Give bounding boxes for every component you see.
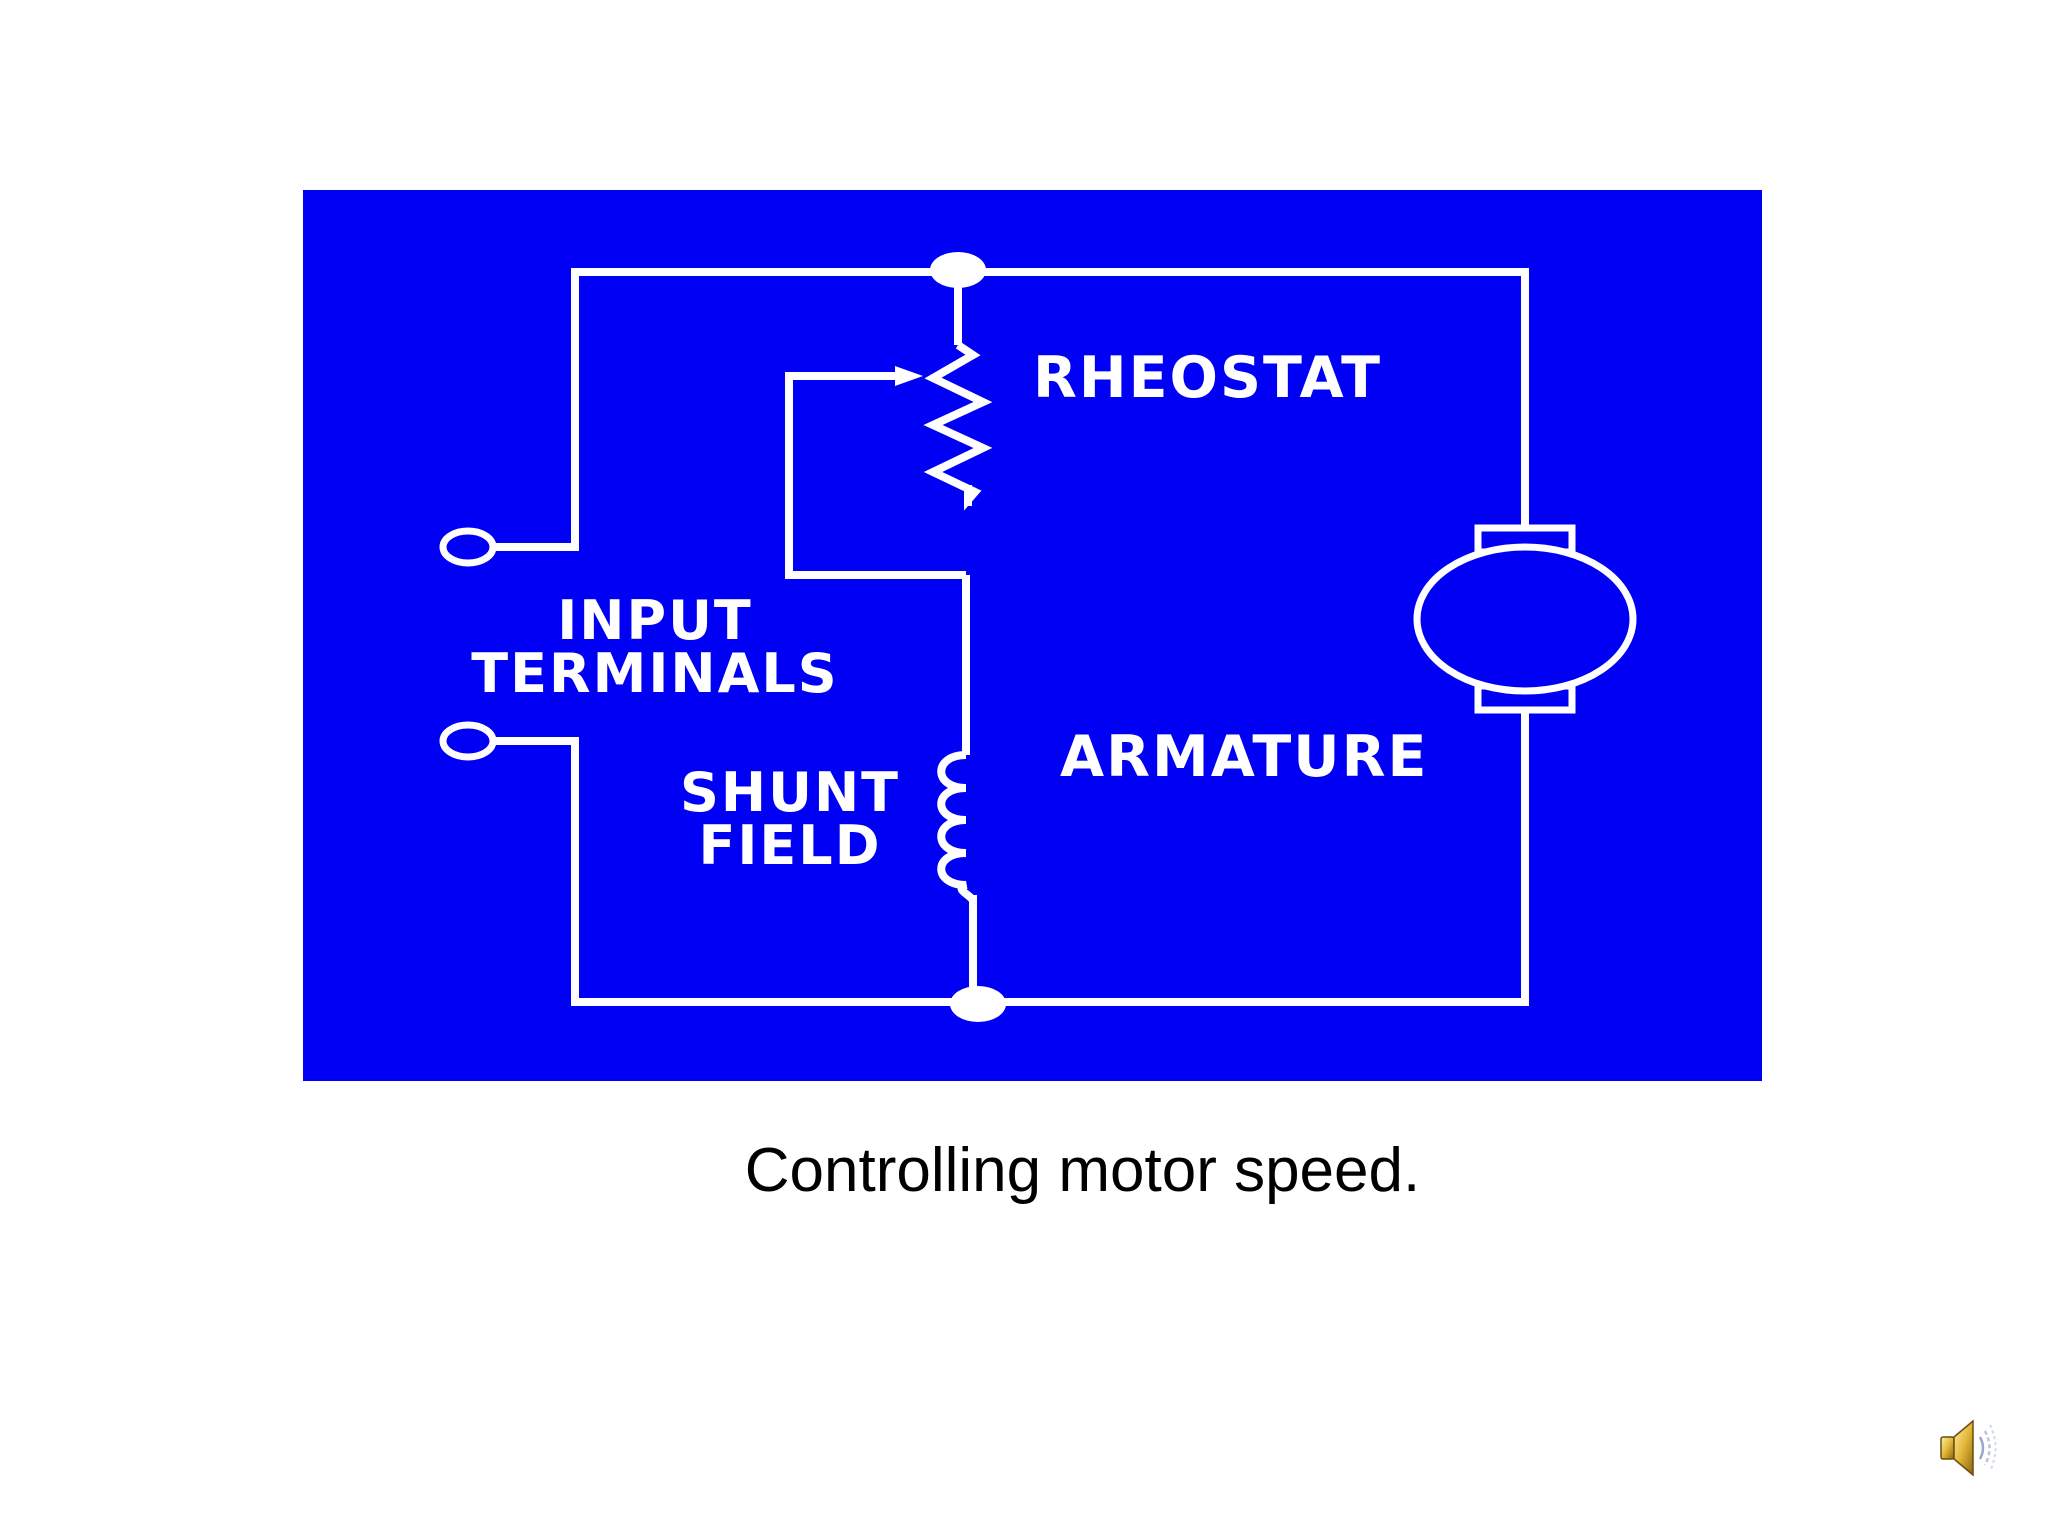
armature-label: ARMATURE: [1060, 724, 1429, 790]
shunt-field-label-line2: FIELD: [698, 814, 882, 877]
circuit-diagram: RHEOSTAT INPUT TERMINALS SHUNT FIELD ARM…: [303, 190, 1762, 1081]
top-junction-node: [930, 252, 986, 288]
rheostat-label: RHEOSTAT: [1033, 345, 1383, 411]
slide-caption: Controlling motor speed.: [744, 1136, 1421, 1205]
rheostat-wiper-arrow: [895, 366, 923, 386]
top-supply-wire: [468, 268, 1529, 551]
rheostat-wiper-wire: [785, 372, 966, 579]
shunt-field-label: SHUNT FIELD: [650, 761, 930, 877]
circuit-diagram-drawing: [439, 252, 1637, 1022]
input-terminal-bottom: [439, 721, 497, 761]
bottom-supply-wire: [468, 710, 1529, 1006]
shunt-field-coil: [937, 751, 977, 904]
input-terminals-label-line1: INPUT: [557, 589, 753, 652]
audio-play-button[interactable]: [1935, 1415, 2001, 1481]
shunt-field-label-line1: SHUNT: [680, 761, 900, 824]
input-terminal-top: [439, 527, 497, 567]
speaker-icon: [1940, 1419, 1997, 1477]
bottom-junction-node: [950, 986, 1006, 1022]
input-terminals-label: INPUT TERMINALS: [425, 589, 885, 705]
armature-body: [1413, 543, 1637, 695]
input-terminals-label-line2: TERMINALS: [471, 642, 839, 705]
